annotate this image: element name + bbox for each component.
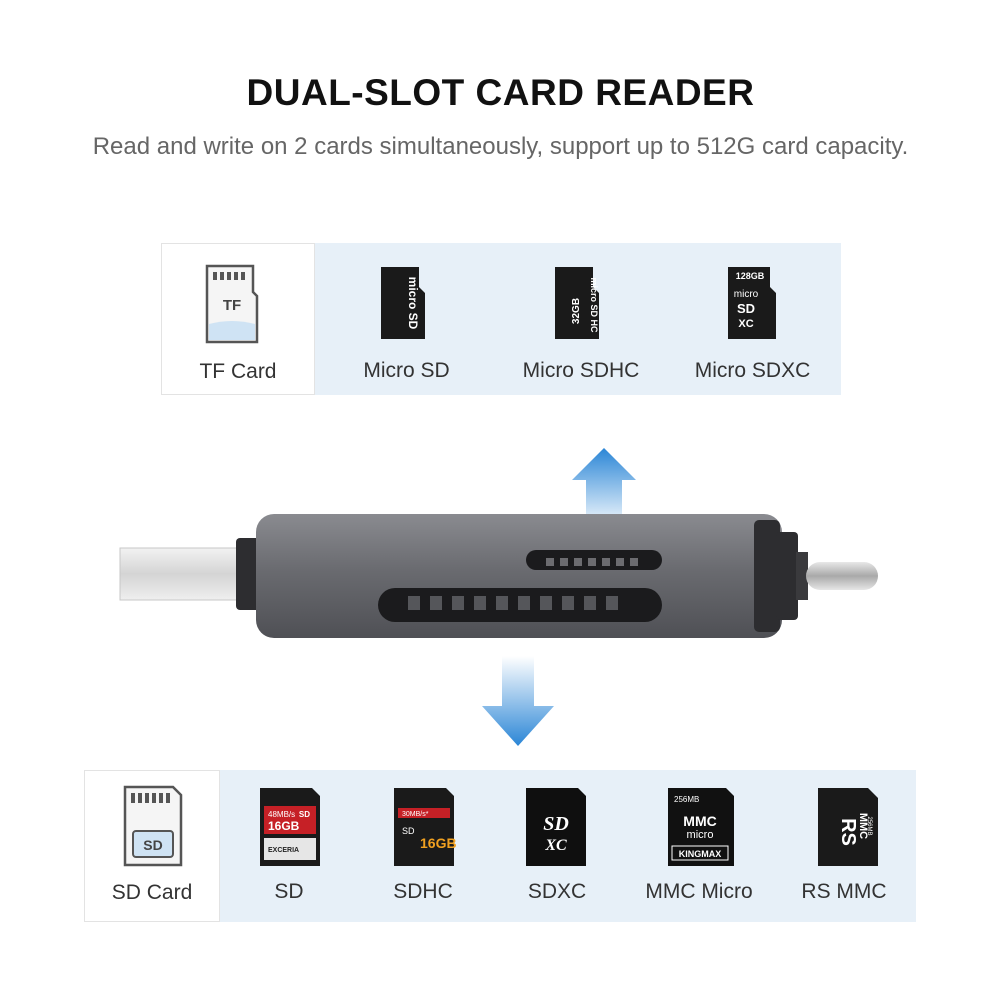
tf-card-outline-icon: TF <box>205 264 259 344</box>
svg-text:MMC: MMC <box>857 813 869 839</box>
sd-speed: 48MB/s <box>268 810 295 819</box>
sdhc-card-icon: 30MB/s* SD 16GB <box>394 788 456 866</box>
sd-card-types: 48MB/s SD 16GB EXCERIA SD 30MB/s* SD 16G… <box>220 770 916 922</box>
svg-text:micro SD HC: micro SD HC <box>589 277 599 333</box>
page-subtitle: Read and write on 2 cards simultaneously… <box>92 133 909 160</box>
mmc-logo-bottom: micro <box>687 829 714 841</box>
micro-sd-cell: micro SD Micro SD <box>315 243 498 395</box>
svg-text:SD: SD <box>299 810 310 819</box>
tf-outline-text: TF <box>223 297 241 314</box>
micro-sdhc-capacity: 32GB <box>571 298 582 324</box>
mmc-logo-top: MMC <box>683 813 716 829</box>
usb-a-plug <box>119 547 243 601</box>
sd-cell: 48MB/s SD 16GB EXCERIA SD <box>220 770 358 922</box>
sd-card-outline-icon: SD <box>123 785 183 867</box>
tf-card-label: TF Card <box>199 360 277 383</box>
sd-card-panel: SD SD Card 48MB/s SD 16GB EXCERIA SD 30M… <box>84 770 916 922</box>
sd-label: SD <box>274 880 304 903</box>
micro-sdxc-cell: 128GB micro SD XC Micro SDXC <box>664 243 841 395</box>
page-title: DUAL-SLOT CARD READER <box>246 72 755 113</box>
rs-mmc-label: RS MMC <box>801 880 887 903</box>
mmc-micro-label: MMC Micro <box>645 880 753 903</box>
tf-card-panel: TF TF Card micro SD Micro SD 32GB micro … <box>161 243 841 395</box>
micro-sdxc-label: Micro SDXC <box>694 359 811 382</box>
rsmmc-capacity: 256MB <box>866 816 872 835</box>
micro-sdxc-capacity: 128GB <box>736 271 765 281</box>
mmc-micro-card-icon: 256MB MMC micro KINGMAX <box>668 788 734 866</box>
tf-card-cell: TF TF Card <box>161 243 315 395</box>
svg-text:micro SD: micro SD <box>406 277 420 330</box>
micro-sdxc-card-icon: 128GB micro SD XC <box>728 267 776 339</box>
sdxc-label: SDXC <box>527 880 587 903</box>
usb-c-plug <box>806 562 878 590</box>
svg-text:SD: SD <box>543 813 569 835</box>
sd-capacity: 16GB <box>268 819 300 833</box>
sdhc-capacity: 16GB <box>420 835 456 851</box>
svg-text:SD: SD <box>737 301 755 316</box>
sd-card-cell: SD SD Card <box>84 770 220 922</box>
mmc-capacity: 256MB <box>674 795 699 804</box>
micro-sdhc-label: Micro SDHC <box>522 359 640 382</box>
sdhc-cell: 30MB/s* SD 16GB SDHC <box>358 770 488 922</box>
card-reader-illustration <box>119 448 878 746</box>
rs-mmc-cell: RS MMC 256MB RS MMC <box>772 770 916 922</box>
sd-card-label: SD Card <box>111 881 193 904</box>
sdxc-card-icon: SD XC <box>526 788 586 866</box>
sd-outline-text: SD <box>143 837 162 853</box>
svg-text:XC: XC <box>544 837 567 854</box>
sdhc-speed: 30MB/s* <box>402 811 429 818</box>
sdhc-label: SDHC <box>393 880 453 903</box>
rs-mmc-card-icon: RS MMC 256MB <box>818 788 878 866</box>
micro-sd-label: Micro SD <box>363 359 450 382</box>
arrow-up-icon <box>572 448 636 530</box>
arrow-down-icon <box>482 656 554 746</box>
micro-sd-card-icon: micro SD <box>381 267 425 339</box>
micro-sdhc-card-icon: 32GB micro SD HC <box>555 267 599 339</box>
sdxc-cell: SD XC SDXC <box>488 770 626 922</box>
micro-sdhc-cell: 32GB micro SD HC Micro SDHC <box>498 243 664 395</box>
sd-card-icon: 48MB/s SD 16GB EXCERIA <box>260 788 320 866</box>
tf-card-types: micro SD Micro SD 32GB micro SD HC Micro… <box>315 243 841 395</box>
mmc-brand: KINGMAX <box>679 849 722 859</box>
svg-text:XC: XC <box>738 318 753 330</box>
sd-brand: EXCERIA <box>268 847 299 854</box>
svg-text:micro: micro <box>734 289 759 300</box>
svg-text:SD: SD <box>402 826 415 836</box>
svg-text:RS: RS <box>837 818 859 846</box>
mmc-micro-cell: 256MB MMC micro KINGMAX MMC Micro <box>626 770 772 922</box>
